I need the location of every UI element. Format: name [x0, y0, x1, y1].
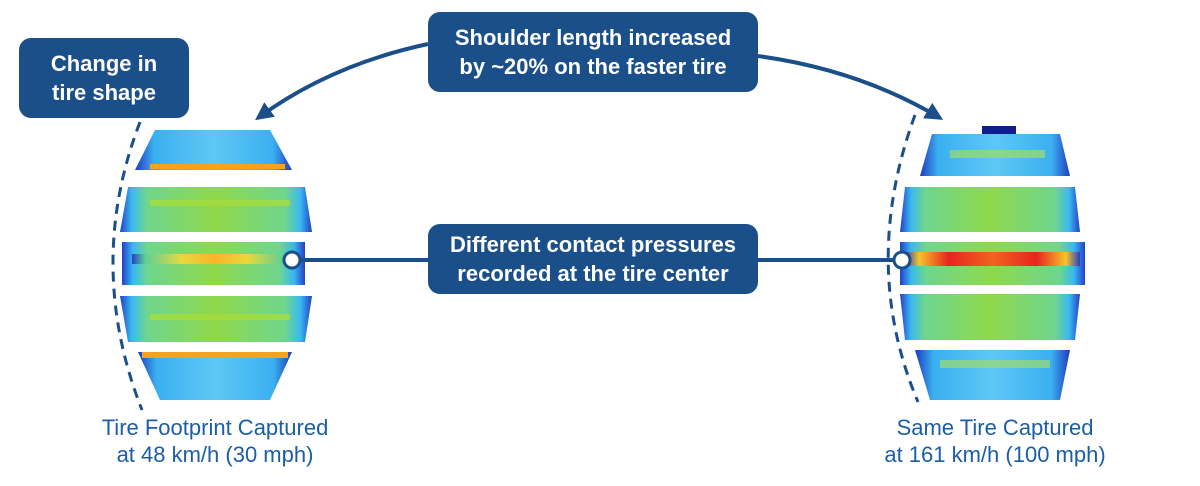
left-rib-1-stripe [150, 164, 285, 169]
callout-shoulder-line-1: Shoulder length increased [454, 25, 732, 50]
callout-shoulder-line-2: by ~20% on the faster tire [459, 54, 727, 79]
right-center-marker [892, 250, 912, 270]
right-rib-5 [915, 350, 1070, 400]
callout-contact-pressure: Different contact pressures recorded at … [428, 224, 758, 294]
caption-fast-line-1: Same Tire Captured [896, 415, 1094, 440]
caption-fast-line-2: at 161 km/h (100 mph) [884, 442, 1106, 467]
caption-slow-line-2: at 48 km/h (30 mph) [116, 442, 314, 467]
left-tire-footprint [120, 130, 312, 400]
callout-shoulder-length: Shoulder length increased by ~20% on the… [428, 12, 758, 92]
left-rib-2-shade [150, 200, 290, 206]
shoulder-arrow-right [757, 54, 944, 120]
left-rib-4-shade [150, 314, 290, 320]
callout-tire-shape-line-2: tire shape [52, 80, 156, 105]
right-rib-1-shade [950, 150, 1045, 158]
right-rib-5-shade [940, 360, 1050, 368]
left-rib-5 [138, 352, 292, 400]
right-rib-4 [900, 294, 1080, 340]
left-shape-dashed-outline [111, 121, 144, 411]
right-tread-top-cap [982, 126, 1016, 134]
right-rib-2 [900, 187, 1080, 232]
callout-pressure-line-2: recorded at the tire center [457, 261, 729, 286]
left-center-marker [282, 250, 302, 270]
callout-tire-shape: Change in tire shape [19, 38, 189, 118]
shoulder-arrow-left [255, 42, 429, 121]
caption-slow-tire: Tire Footprint Captured at 48 km/h (30 m… [60, 414, 370, 468]
left-rib-3-hot-stripe [132, 254, 297, 264]
caption-slow-line-1: Tire Footprint Captured [101, 415, 329, 440]
right-rib-3-hot-stripe [905, 252, 1080, 266]
caption-fast-tire: Same Tire Captured at 161 km/h (100 mph) [840, 414, 1150, 468]
right-shape-dashed-outline [886, 114, 920, 403]
callout-pressure-line-1: Different contact pressures [449, 232, 737, 257]
left-rib-5-stripe [142, 352, 288, 358]
left-rib-2 [120, 187, 312, 232]
left-rib-1 [135, 130, 292, 170]
right-tire-footprint [900, 126, 1085, 400]
callout-tire-shape-line-1: Change in [50, 51, 158, 76]
